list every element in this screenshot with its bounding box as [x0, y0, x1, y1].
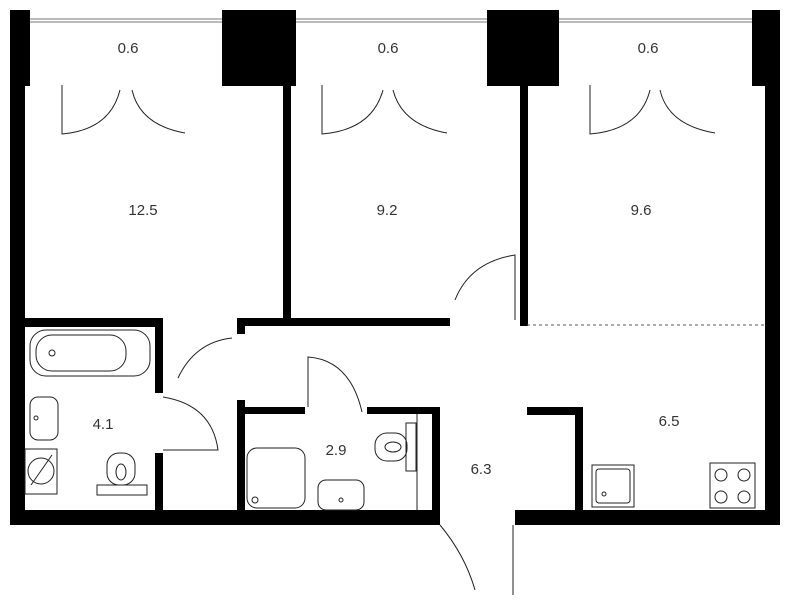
- walls: [10, 10, 780, 525]
- bathtub-icon: [29, 329, 151, 377]
- stove-icon: [709, 462, 756, 509]
- kitchen-sink-icon: [591, 464, 635, 508]
- wc-area: 2.9: [326, 442, 347, 459]
- toilet-icon: [96, 452, 148, 496]
- doors: [61, 85, 765, 595]
- room-1-area: 12.5: [128, 202, 157, 219]
- bathroom-area: 4.1: [93, 416, 114, 433]
- sink-icon: [317, 479, 365, 511]
- balcony-1-area: 0.6: [118, 40, 139, 57]
- balcony-3-area: 0.6: [638, 40, 659, 57]
- room-3-area: 9.6: [631, 202, 652, 219]
- balcony-2-area: 0.6: [378, 40, 399, 57]
- shower-icon: [246, 447, 306, 509]
- toilet-icon: [374, 414, 418, 510]
- hallway-area: 6.3: [471, 461, 492, 478]
- balcony-railing: [30, 18, 752, 23]
- room-2-area: 9.2: [377, 202, 398, 219]
- kitchen-area: 6.5: [659, 413, 680, 430]
- sink-icon: [29, 396, 59, 441]
- washing-machine-icon: [24, 448, 58, 495]
